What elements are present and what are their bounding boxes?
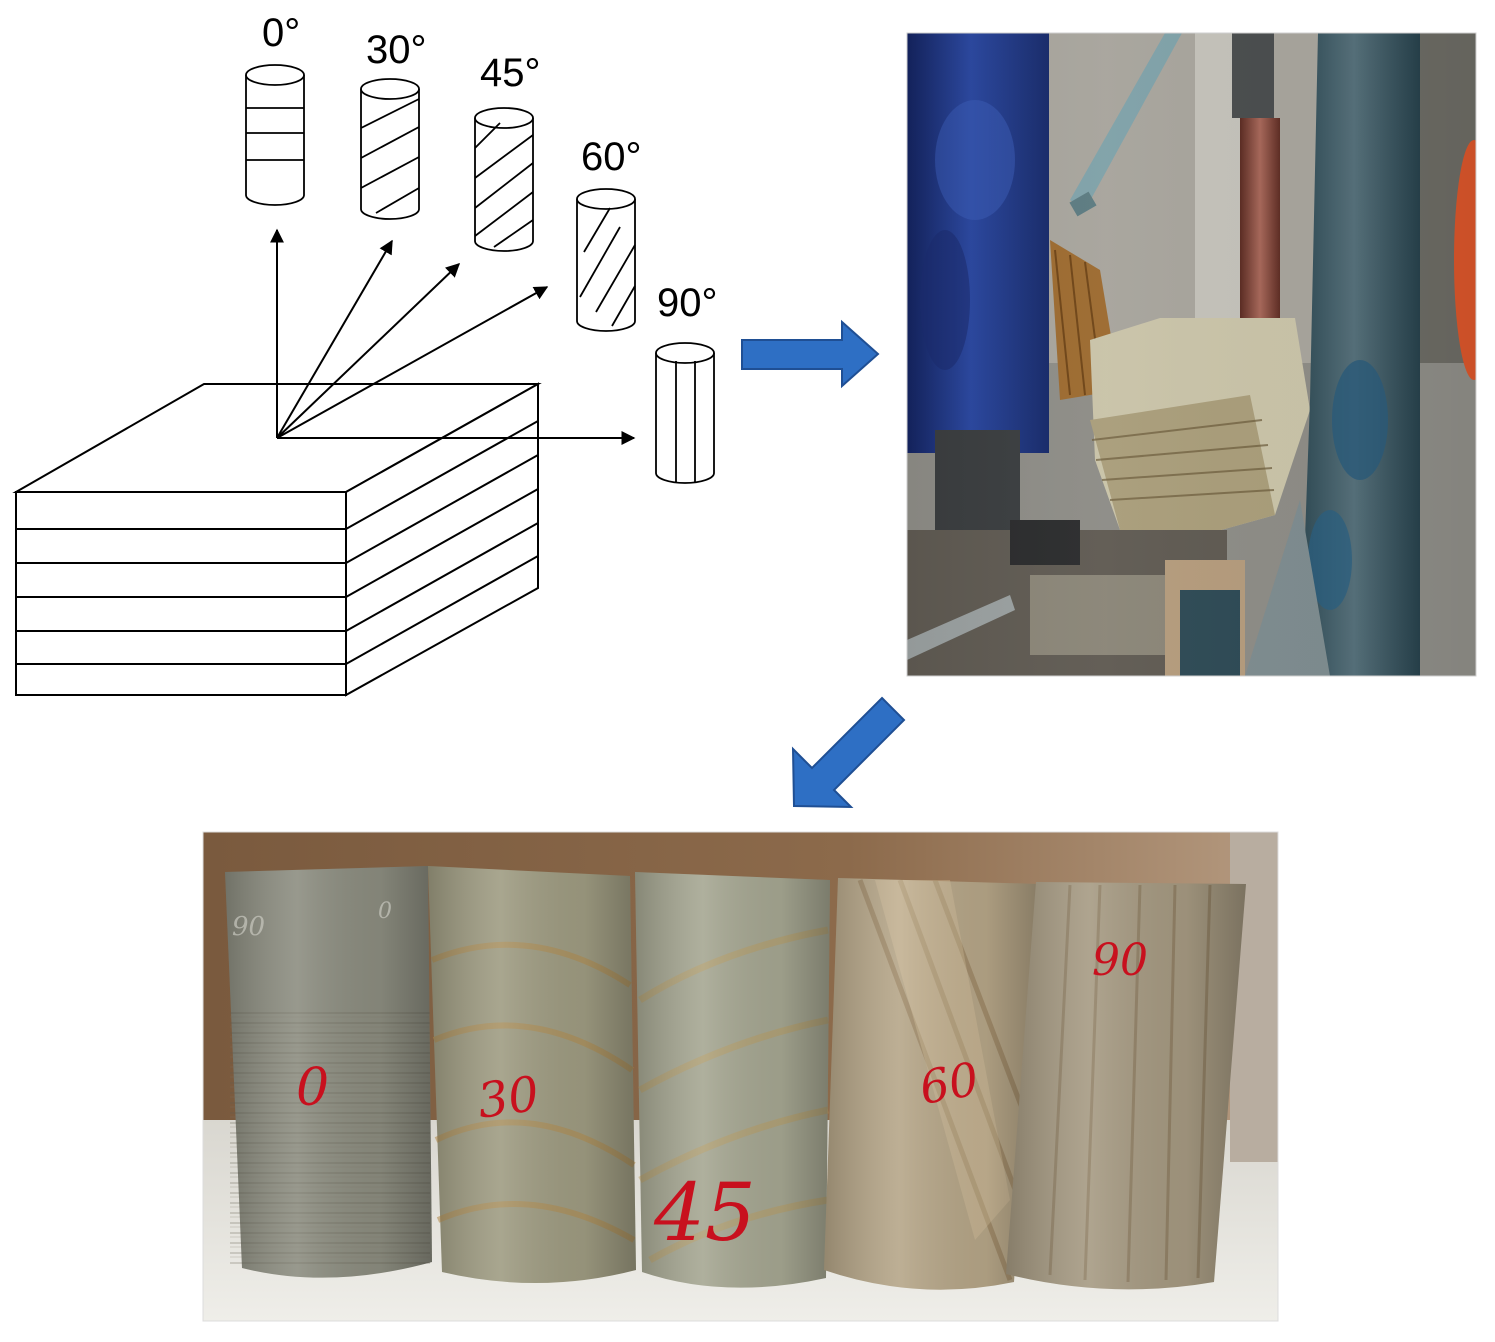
sample-label-0: 0 <box>296 1058 329 1118</box>
sample-label-45: 45 <box>653 1166 756 1259</box>
right-arrow-icon <box>741 319 880 389</box>
sample-core-0: 0 90 0 <box>225 866 432 1278</box>
arrow-60 <box>276 286 549 439</box>
schematic-core-45 <box>474 107 534 252</box>
sample-core-30: 30 <box>428 866 636 1284</box>
angle-label-45: 45° <box>480 51 541 95</box>
samples-photo: 0 90 0 30 45 <box>203 832 1278 1321</box>
sample-core-45: 45 <box>635 872 830 1288</box>
bedding-planes-front <box>16 528 346 665</box>
angle-label-0: 0° <box>262 11 300 55</box>
layered-rock-block <box>12 382 542 697</box>
schematic-core-30 <box>360 78 420 220</box>
bedding-planes-side <box>345 420 539 665</box>
sample-label-30: 30 <box>474 1066 542 1130</box>
sample-label-90: 90 <box>1092 935 1148 986</box>
flow-arrows <box>741 319 906 809</box>
angle-label-90: 90° <box>657 281 718 325</box>
drilling-photo-frame <box>906 32 1477 677</box>
angle-label-60: 60° <box>581 135 642 179</box>
arrow-45 <box>276 263 461 439</box>
schematic-core-0 <box>245 64 305 206</box>
sample-core-60: 60 <box>824 878 1041 1290</box>
schematic-core-60 <box>576 188 636 332</box>
angle-label-30: 30° <box>366 28 427 72</box>
sample-label-60: 60 <box>916 1052 983 1115</box>
arrow-30 <box>276 239 393 439</box>
down-left-arrow-icon <box>791 696 906 809</box>
corner-mark-0: 0 <box>378 899 392 924</box>
angle-labels: 0° 30° 45° 60° 90° <box>262 11 718 325</box>
corner-mark-90: 90 <box>232 912 265 942</box>
drilling-photo <box>907 33 1476 676</box>
schematic-core-90 <box>655 342 715 484</box>
sample-core-90: 90 <box>1006 882 1246 1290</box>
samples-photo-frame <box>202 831 1279 1322</box>
coring-direction-arrows <box>270 228 636 445</box>
